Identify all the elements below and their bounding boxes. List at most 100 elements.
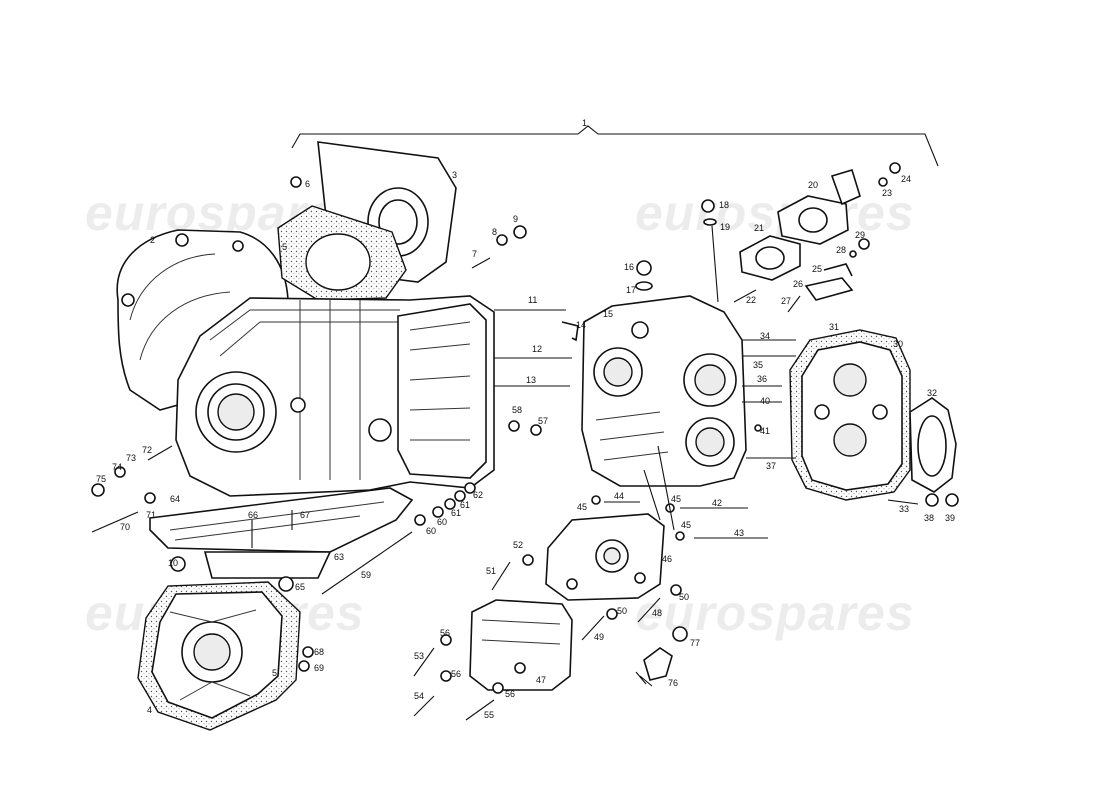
part-label: 20 xyxy=(808,180,818,190)
part-label: 56 xyxy=(451,669,461,679)
part-label: 71 xyxy=(146,510,156,520)
part-label: 55 xyxy=(484,710,494,720)
output-flange xyxy=(739,169,861,281)
part-label: 5 xyxy=(282,242,287,252)
part-label: 50 xyxy=(617,606,627,616)
part-label: 62 xyxy=(473,490,483,500)
part-label: 30 xyxy=(893,339,903,349)
selector-housing xyxy=(545,513,665,601)
end-cap xyxy=(909,397,957,493)
part-label: 24 xyxy=(901,174,911,184)
part-label: 54 xyxy=(414,691,424,701)
side-cover xyxy=(469,599,573,691)
part-label: 22 xyxy=(746,295,756,305)
part-label: 37 xyxy=(766,461,776,471)
part-label: 51 xyxy=(486,566,496,576)
part-label: 60 xyxy=(437,517,447,527)
part-label: 39 xyxy=(945,513,955,523)
speedo-drive xyxy=(804,263,854,301)
part-number-labels: 1 2 3 4 5 5 6 7 8 9 10 11 12 13 14 15 16… xyxy=(96,118,955,720)
part-label: 17 xyxy=(626,285,636,295)
part-label: 21 xyxy=(754,223,764,233)
washers-and-nuts xyxy=(91,162,959,694)
gasket-upper xyxy=(277,205,407,301)
part-label: 1 xyxy=(582,118,587,128)
part-label: 6 xyxy=(305,179,310,189)
rear-cover xyxy=(137,581,301,731)
part-label: 50 xyxy=(679,592,689,602)
part-label: 7 xyxy=(472,249,477,259)
part-label: 46 xyxy=(662,554,672,564)
part-label: 34 xyxy=(760,331,770,341)
part-label: 76 xyxy=(668,678,678,688)
main-gearbox-casing xyxy=(175,295,495,497)
part-label: 13 xyxy=(526,375,536,385)
part-label: 35 xyxy=(753,360,763,370)
part-label: 58 xyxy=(512,405,522,415)
part-label: 9 xyxy=(513,214,518,224)
part-label: 38 xyxy=(924,513,934,523)
leader-lines xyxy=(643,225,719,531)
part-label: 59 xyxy=(361,570,371,580)
part-label: 27 xyxy=(781,296,791,306)
part-label: 72 xyxy=(142,445,152,455)
part-label: 52 xyxy=(513,540,523,550)
part-label: 28 xyxy=(836,245,846,255)
part-label: 48 xyxy=(652,608,662,618)
part-label: 19 xyxy=(720,222,730,232)
part-label: 10 xyxy=(168,558,178,568)
part-label: 74 xyxy=(112,462,122,472)
part-label: 29 xyxy=(855,230,865,240)
part-label: 61 xyxy=(460,500,470,510)
part-label: 69 xyxy=(314,663,324,673)
part-label: 77 xyxy=(690,638,700,648)
part-label: 16 xyxy=(624,262,634,272)
part-label: 43 xyxy=(734,528,744,538)
part-label: 36 xyxy=(757,374,767,384)
center-gearbox-section xyxy=(581,295,747,487)
part-label: 3 xyxy=(452,170,457,180)
part-label: 26 xyxy=(793,279,803,289)
rear-end-housing xyxy=(789,329,911,501)
part-label: 41 xyxy=(760,426,770,436)
part-label: 45 xyxy=(681,520,691,530)
part-label: 60 xyxy=(426,526,436,536)
part-label: 67 xyxy=(300,510,310,520)
part-label: 65 xyxy=(295,582,305,592)
part-label: 12 xyxy=(532,344,542,354)
part-label: 40 xyxy=(760,396,770,406)
part-label: 63 xyxy=(334,552,344,562)
bottom-cover-plate xyxy=(149,487,414,579)
part-label: 73 xyxy=(126,453,136,463)
part-label: 33 xyxy=(899,504,909,514)
part-label: 45 xyxy=(671,494,681,504)
part-label: 68 xyxy=(314,647,324,657)
part-label: 11 xyxy=(528,295,537,305)
part-label: 57 xyxy=(538,416,548,426)
part-label: 25 xyxy=(812,264,822,274)
part-label: 70 xyxy=(120,522,130,532)
part-label: 53 xyxy=(414,651,424,661)
part-label: 31 xyxy=(829,322,839,332)
part-label: 45 xyxy=(577,502,587,512)
part-label: 75 xyxy=(96,474,106,484)
part-label: 42 xyxy=(712,498,722,508)
part-label: 14 xyxy=(576,320,586,330)
part-label: 47 xyxy=(536,675,546,685)
watermark-text: eurospares xyxy=(635,185,915,241)
part-label: 8 xyxy=(492,227,497,237)
part-label: 15 xyxy=(603,309,613,319)
part-label: 56 xyxy=(505,689,515,699)
fasteners xyxy=(91,257,919,721)
part-label: 66 xyxy=(248,510,258,520)
part-label: 23 xyxy=(882,188,892,198)
part-label: 44 xyxy=(614,491,624,501)
part-label: 5 xyxy=(272,668,277,678)
part-label: 2 xyxy=(150,235,155,245)
part-label: 18 xyxy=(719,200,729,210)
part-label: 32 xyxy=(927,388,937,398)
part-label: 61 xyxy=(451,508,461,518)
part-label: 64 xyxy=(170,494,180,504)
part-label: 49 xyxy=(594,632,604,642)
